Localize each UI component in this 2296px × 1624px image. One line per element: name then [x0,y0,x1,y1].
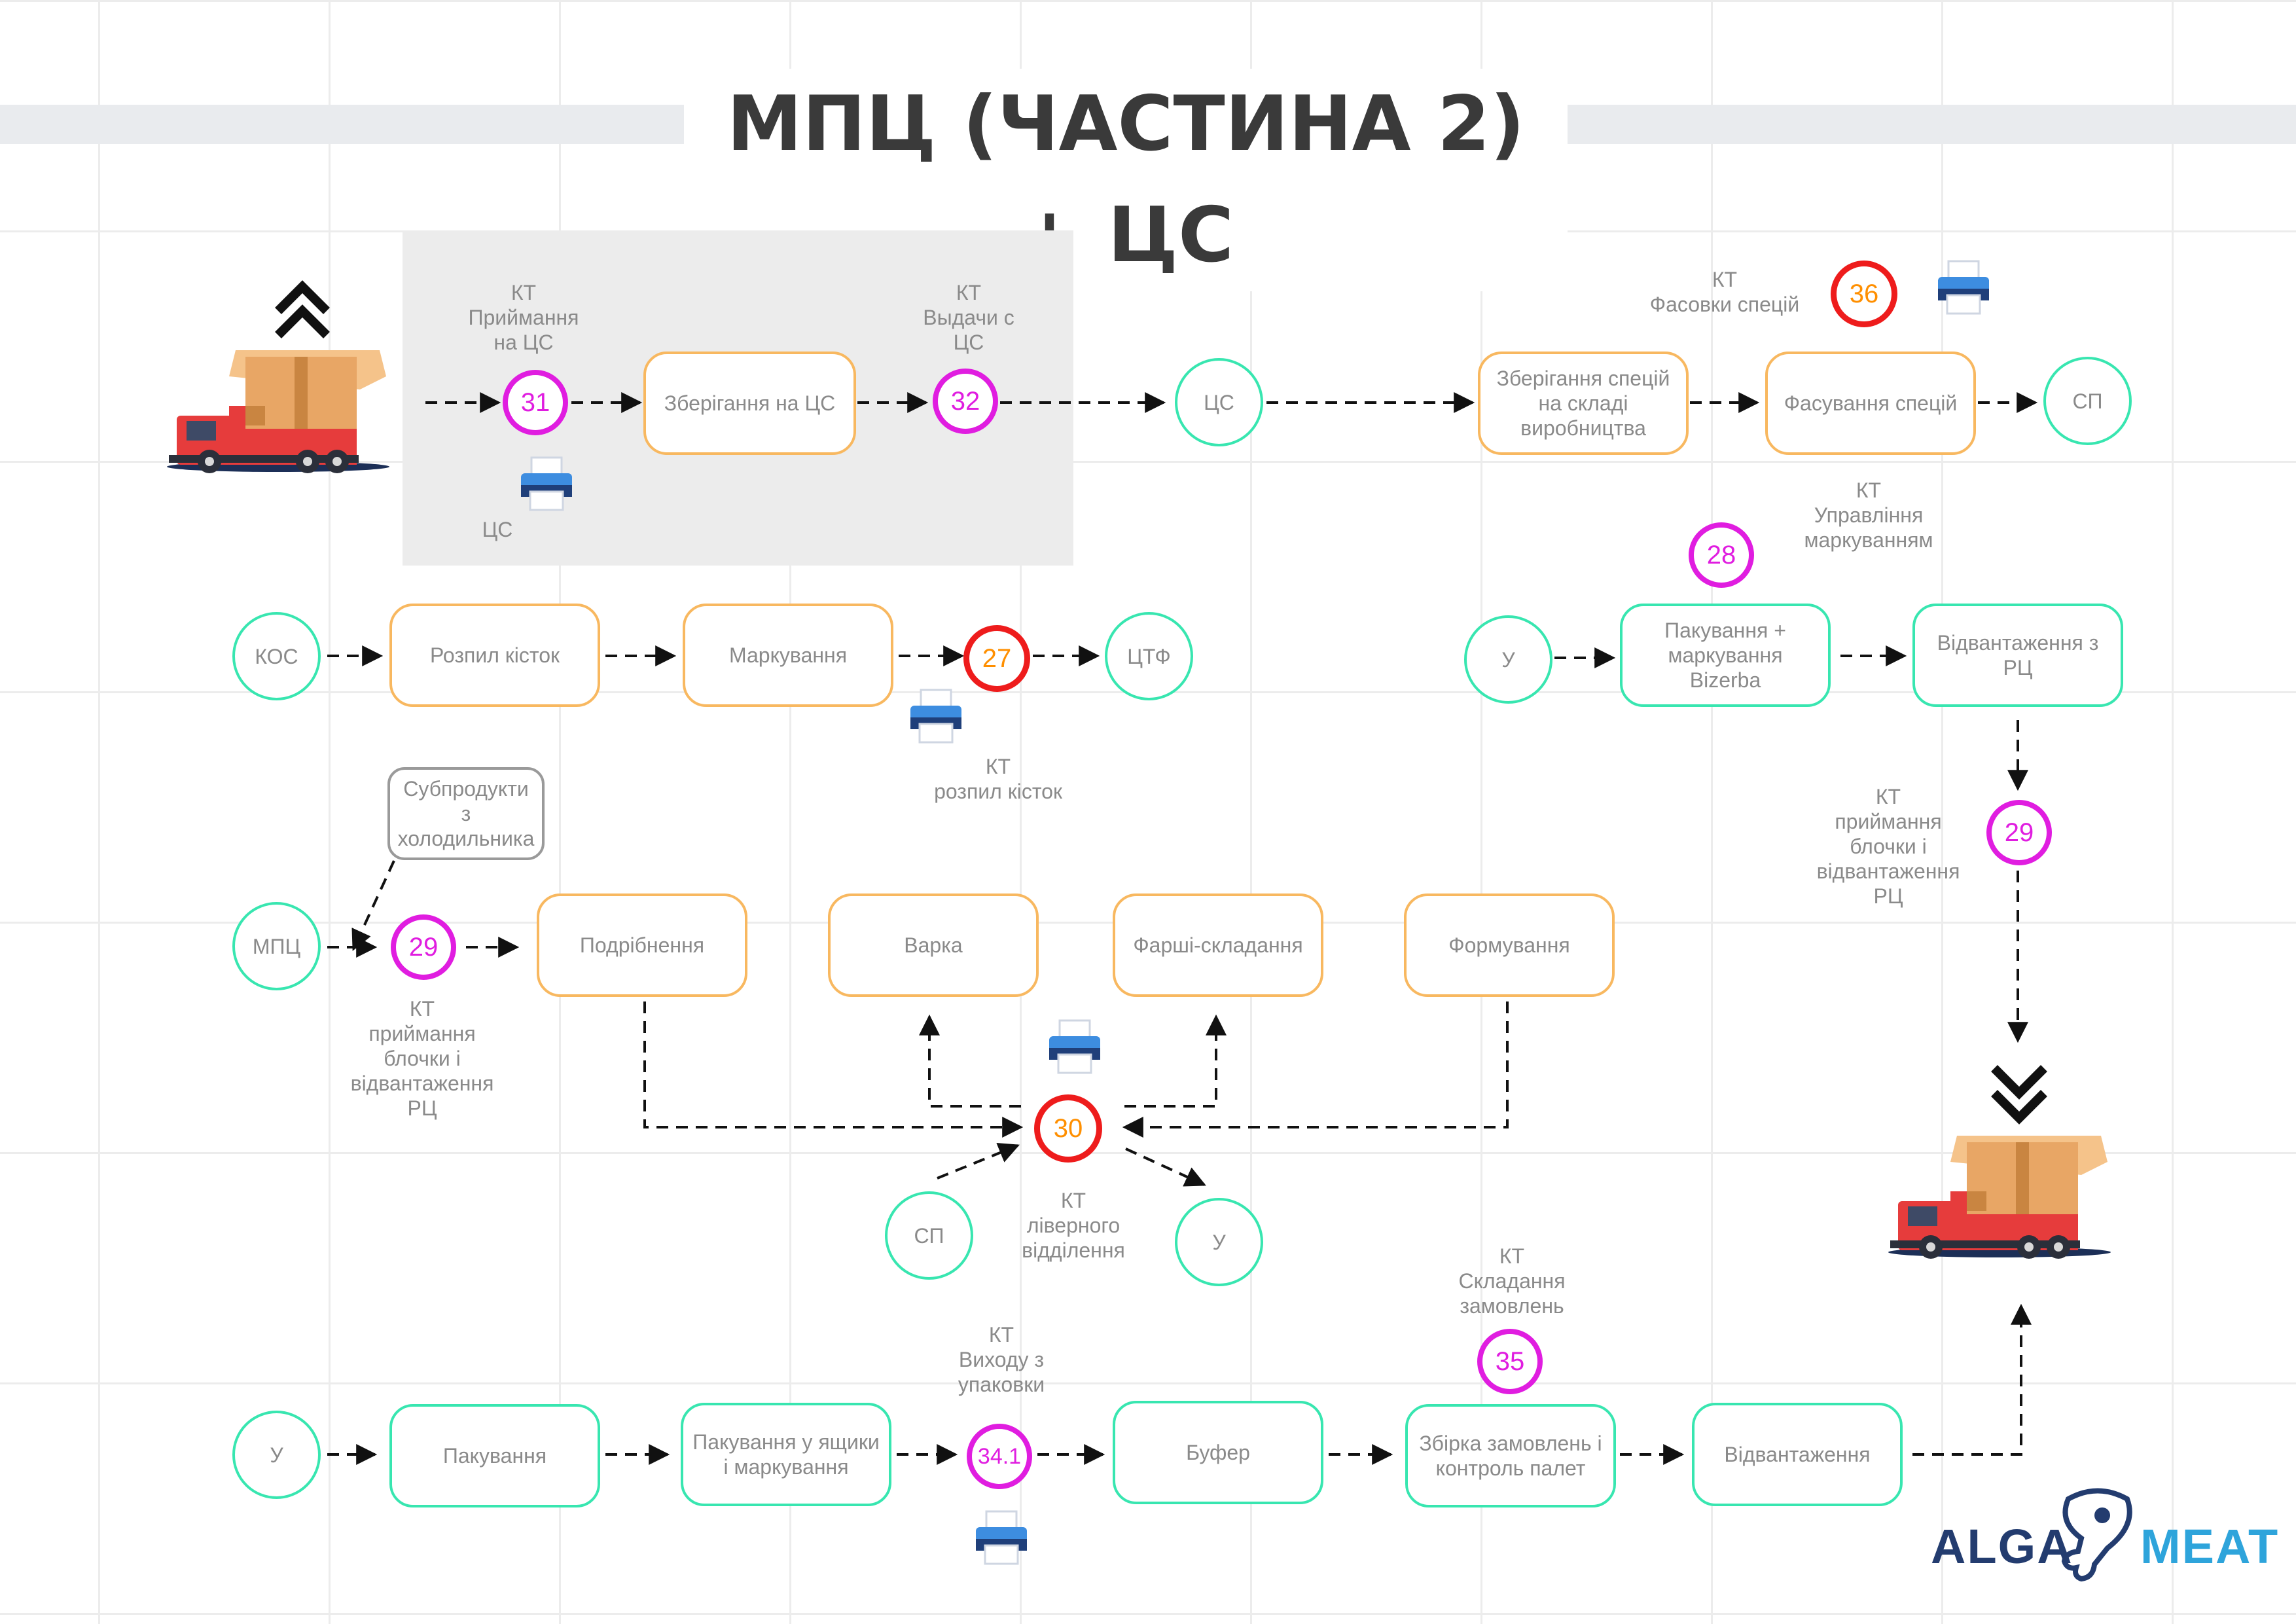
node-formuvannia[interactable]: Формування [1404,893,1615,997]
node-mpc[interactable]: МПЦ [232,902,321,990]
title-band-left [0,105,684,144]
node-farshi[interactable]: Фарші-складання [1113,893,1323,997]
node-bufer[interactable]: Буфер [1113,1401,1323,1504]
checkpoint-32[interactable]: 32 [933,369,998,434]
node-podribnennia[interactable]: Подрібнення [537,893,747,997]
checkpoint-31[interactable]: 31 [503,370,568,435]
checkpoint-28[interactable]: 28 [1689,522,1754,588]
node-pakuvannia-bizerba[interactable]: Пакування + маркування Bizerba [1620,604,1831,707]
node-varka[interactable]: Варка [828,893,1039,997]
printer-icon [521,456,572,511]
label-cs-printer: ЦС [482,518,513,541]
printer-icon [1938,260,1989,315]
arrow-vidvantazhennia-to-truck [1912,1303,2032,1456]
alga-meat-logo: ALGA MEAT [1931,1486,2278,1584]
arrow-30-to-farshi [1124,1014,1227,1108]
node-pakuvannia-yashchyky[interactable]: Пакування у ящики і маркування [681,1403,891,1506]
meat-leg-icon [2061,1488,2132,1582]
truck-icon [167,350,389,473]
node-zberigannia-spetsii[interactable]: Зберігання спецій на складі виробництва [1478,352,1689,455]
node-u-mid[interactable]: У [1175,1198,1263,1286]
checkpoint-34-1[interactable]: 34.1 [967,1424,1032,1489]
title-band-right [1568,105,2296,144]
node-cs[interactable]: ЦС [1175,358,1263,446]
logo-text-meat: MEAT [2140,1519,2280,1574]
checkpoint-27[interactable]: 27 [963,625,1030,692]
node-pakuvannia[interactable]: Пакування [389,1404,600,1507]
node-vidvantazhennia-rc[interactable]: Відвантаження з РЦ [1912,604,2123,707]
arrow-formuvannia-to-30 [1122,1001,1509,1138]
printer-icon [910,689,961,744]
node-vidvantazhennia[interactable]: Відвантаження [1692,1403,1903,1506]
arrow-sp-to-30 [937,1143,1020,1180]
node-zberigannia-cs[interactable]: Зберігання на ЦС [643,352,856,455]
node-u-bottom[interactable]: У [232,1411,321,1499]
logo-text-alga: ALGA [1931,1519,2073,1574]
printer-icon [1049,1019,1100,1074]
checkpoint-35[interactable]: 35 [1477,1329,1543,1394]
node-sp-top[interactable]: СП [2043,357,2132,445]
checkpoint-29-right[interactable]: 29 [1986,800,2052,865]
node-u-row2[interactable]: У [1464,615,1552,704]
checkpoint-30[interactable]: 30 [1034,1094,1102,1163]
node-sp-mid[interactable]: СП [885,1191,973,1280]
arrow-30-to-varka [919,1014,1021,1108]
checkpoint-36[interactable]: 36 [1831,261,1897,327]
node-zbirka[interactable]: Збірка замовлень і контроль палет [1405,1404,1616,1507]
checkpoint-29-left[interactable]: 29 [391,914,456,980]
node-fasuvannia-spetsii[interactable]: Фасування спецій [1765,352,1976,455]
arrow-subprodukty-to-mpc [351,860,395,951]
printer-icon [976,1510,1027,1565]
truck-icon [1888,1136,2111,1259]
node-subprodukty[interactable]: Субпродукти з холодильника [387,767,545,860]
chevron-down-icon [1991,1065,2047,1125]
arrow-30-to-u [1125,1147,1206,1187]
node-kos[interactable]: КОС [232,612,321,700]
node-rozpyl-kistok[interactable]: Розпил кісток [389,604,600,707]
node-ctf[interactable]: ЦТФ [1105,612,1193,700]
chevron-up-icon [275,280,330,338]
node-markuvannia[interactable]: Маркування [683,604,893,707]
arrow-podribnennia-to-30 [643,1001,1024,1138]
